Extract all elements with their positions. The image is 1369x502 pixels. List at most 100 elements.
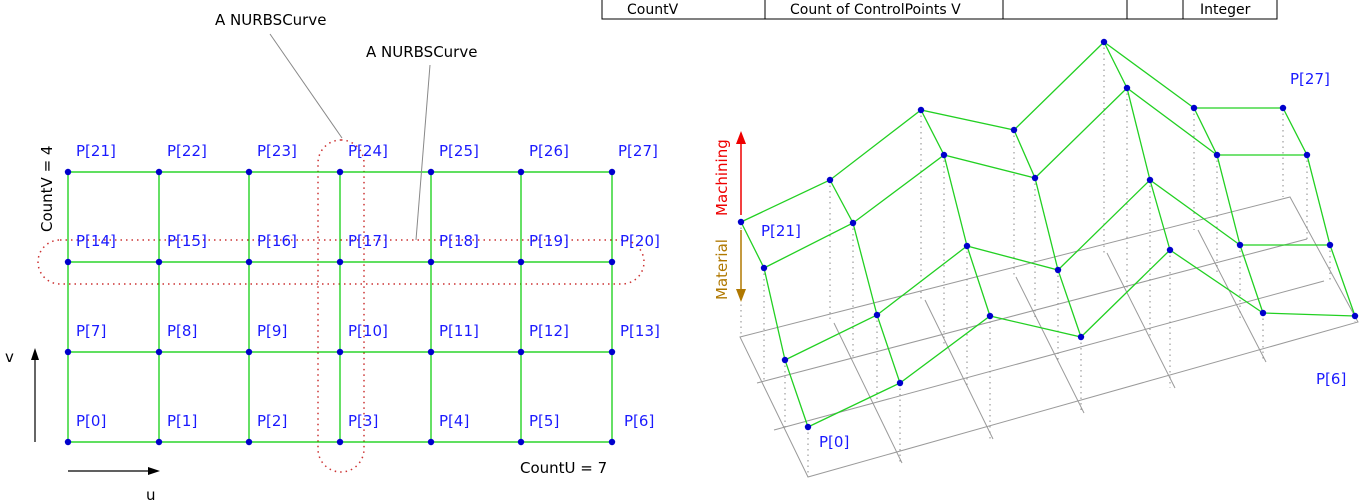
surface-point (1190, 104, 1198, 112)
control-point (245, 168, 253, 176)
point-label: P[5] (529, 412, 559, 430)
control-point-grid: P[21] P[22] P[23] P[24] P[25] P[26] P[27… (5, 11, 660, 502)
surface-label-p27: P[27] (1290, 70, 1330, 88)
control-point (155, 438, 163, 446)
material-arrow-icon (736, 289, 746, 302)
u-axis-arrow (68, 467, 160, 475)
point-label: P[21] (76, 142, 116, 160)
control-point (608, 258, 616, 266)
point-label: P[1] (167, 412, 197, 430)
surface-point (940, 151, 948, 159)
control-point (427, 438, 435, 446)
surface-point (1100, 38, 1108, 46)
surface-point (1010, 126, 1018, 134)
control-point (336, 438, 344, 446)
grid-point-labels: P[21] P[22] P[23] P[24] P[25] P[26] P[27… (76, 142, 660, 430)
control-point (336, 258, 344, 266)
control-point (336, 168, 344, 176)
surface-point (1146, 176, 1154, 184)
control-point (427, 168, 435, 176)
control-point (608, 348, 616, 356)
point-label: P[4] (439, 412, 469, 430)
point-label: P[2] (257, 412, 287, 430)
machining-arrow-icon (736, 131, 746, 144)
count-u-label: CountU = 7 (520, 459, 607, 477)
point-label: P[12] (529, 322, 569, 340)
point-label: P[25] (439, 142, 479, 160)
material-label: Material (713, 239, 731, 300)
control-point (155, 258, 163, 266)
control-point (64, 168, 72, 176)
surface-label-p0: P[0] (819, 433, 849, 451)
nurbs-curve-v-outline (317, 139, 365, 473)
surface-point (849, 219, 857, 227)
control-point (64, 258, 72, 266)
surface-point (1213, 151, 1221, 159)
point-label: P[16] (257, 232, 297, 250)
control-point (608, 168, 616, 176)
point-label: P[15] (167, 232, 207, 250)
point-label: P[22] (167, 142, 207, 160)
control-point (517, 258, 525, 266)
surface-point (1303, 151, 1311, 159)
v-axis-arrow (31, 348, 39, 442)
surface-net (740, 41, 1356, 428)
point-label: P[11] (439, 322, 479, 340)
surface-point (963, 242, 971, 250)
point-label: P[9] (257, 322, 287, 340)
surface-point (986, 312, 994, 320)
surface-label-p6: P[6] (1316, 370, 1346, 388)
surface-label-p21: P[21] (761, 222, 801, 240)
surface-point (1236, 241, 1244, 249)
table-cell-type: Integer (1200, 2, 1251, 18)
table-cell-name: CountV (627, 2, 679, 18)
surface-point (896, 379, 904, 387)
control-point (155, 168, 163, 176)
surface-points (737, 38, 1359, 431)
point-label: P[24] (348, 142, 388, 160)
machining-label: Machining (713, 139, 731, 216)
surface-point (1123, 84, 1131, 92)
surface-3d-view: P[27] P[21] P[6] P[0] Machining Material (713, 38, 1359, 478)
control-point (64, 438, 72, 446)
control-point (608, 438, 616, 446)
control-point (245, 258, 253, 266)
control-point (517, 168, 525, 176)
surface-point (826, 176, 834, 184)
u-axis-label: u (146, 486, 156, 502)
count-v-label: CountV = 4 (38, 146, 56, 232)
point-label: P[17] (348, 232, 388, 250)
point-label: P[6] (624, 412, 654, 430)
machining-material-indicator: Machining Material (713, 131, 746, 302)
surface-point (1054, 266, 1062, 274)
point-label: P[10] (348, 322, 388, 340)
point-label: P[26] (529, 142, 569, 160)
point-label: P[13] (620, 322, 660, 340)
base-grid (739, 196, 1359, 478)
point-label: P[18] (439, 232, 479, 250)
v-axis-label: v (5, 348, 14, 366)
control-point (245, 438, 253, 446)
control-point (155, 348, 163, 356)
callout-curve-v: A NURBSCurve (215, 11, 326, 29)
point-label: P[7] (76, 322, 106, 340)
surface-point (781, 356, 789, 364)
control-point (64, 348, 72, 356)
control-point (427, 348, 435, 356)
surface-point (1279, 104, 1287, 112)
surface-point (804, 423, 812, 431)
surface-point (1259, 309, 1267, 317)
surface-point (1077, 333, 1085, 341)
control-point (517, 348, 525, 356)
callouts: A NURBSCurve A NURBSCurve (215, 11, 477, 241)
point-label: P[19] (529, 232, 569, 250)
table-cell-description: Count of ControlPoints V (790, 2, 961, 18)
point-label: P[20] (620, 232, 660, 250)
surface-point (760, 264, 768, 272)
control-point (336, 348, 344, 356)
point-label: P[8] (167, 322, 197, 340)
parameter-table: CountV Count of ControlPoints V Integer (601, 0, 1278, 20)
grid-points (64, 168, 616, 446)
height-drop-lines (740, 42, 1356, 477)
